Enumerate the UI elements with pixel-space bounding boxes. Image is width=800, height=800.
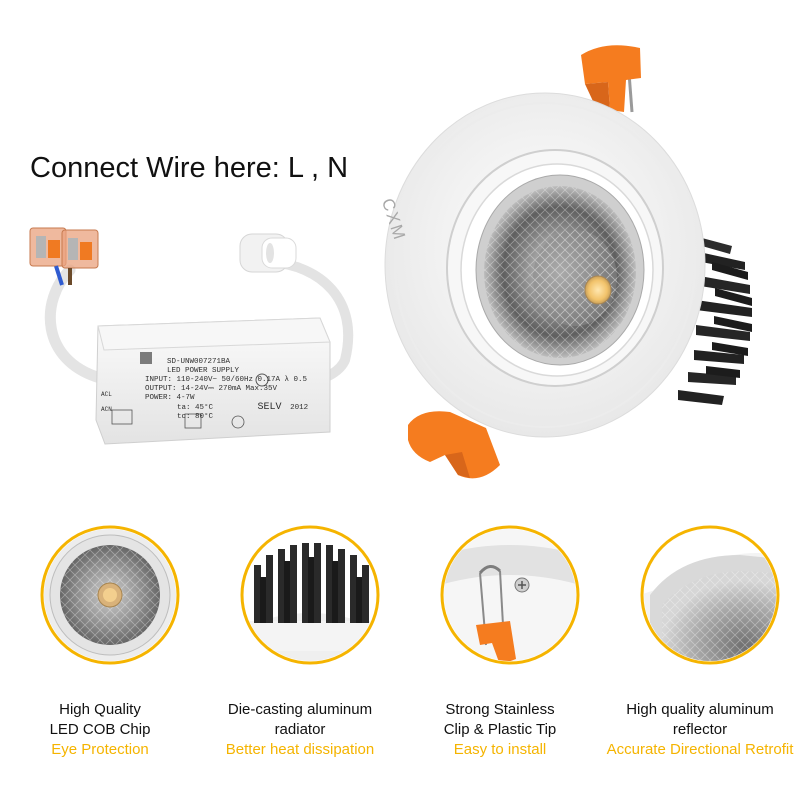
reflector-closeup-icon [640, 525, 780, 665]
feature-highlight: Eye Protection [51, 741, 149, 758]
driver-selv: SELV [257, 402, 282, 413]
driver-output: OUTPUT: 14-24V⎓ 270mA Max.35V [145, 385, 278, 393]
feature-subtitle: radiator [274, 721, 326, 738]
feature-title: Die-casting aluminum [227, 701, 373, 718]
driver-label: SD-UNW007271BA LED POWER SUPPLY INPUT: 1… [101, 358, 335, 422]
feature-subtitle: reflector [672, 721, 728, 738]
feature-subtitle: LED COB Chip [49, 721, 151, 738]
driver-box [95, 317, 331, 445]
feature-highlight: Accurate Directional Retrofit [606, 741, 794, 758]
driver-ta: ta: 45°C [177, 404, 214, 412]
feature-title: High Quality [59, 701, 141, 718]
spring-clip-bottom [408, 411, 500, 479]
feature-title: High quality aluminum [626, 701, 774, 718]
driver-type: LED POWER SUPPLY [167, 367, 240, 375]
cob-chip-closeup-icon [40, 525, 180, 665]
feature-spring-clip: Strong Stainless Clip & Plastic Tip Easy… [400, 525, 600, 800]
driver-input: INPUT: 110-240V~ 50/60Hz 0.17A λ 0.5 [145, 376, 308, 384]
feature-highlight: Better heat dissipation [225, 741, 375, 758]
feature-subtitle: Clip & Plastic Tip [443, 721, 557, 738]
hero-illustration [29, 45, 752, 479]
dc-connector [239, 233, 297, 273]
driver-acn: ACN [101, 406, 112, 413]
wago-terminals [29, 227, 99, 286]
driver-acl: ACL [101, 391, 112, 398]
driver-tc: tc: 80°C [177, 413, 214, 421]
driver-year: 2012 [290, 404, 309, 412]
driver-power: POWER: 4-7W [145, 394, 195, 402]
feature-highlight: Easy to install [453, 741, 547, 758]
heatsink-fins [678, 238, 752, 405]
feature-heatsink: Die-casting aluminum radiator Better hea… [200, 525, 400, 800]
feature-title: Strong Stainless [445, 701, 555, 718]
heatsink-closeup-icon [240, 525, 380, 665]
feature-cob-chip: High Quality LED COB Chip Eye Protection [0, 525, 200, 800]
feature-reflector: High quality aluminum reflector Accurate… [600, 525, 800, 800]
spring-clip-closeup-icon [440, 525, 580, 665]
headline: Connect Wire here: L , N [30, 152, 349, 184]
feature-strip: High Quality LED COB Chip Eye Protection [0, 525, 800, 800]
driver-model: SD-UNW007271BA [167, 358, 231, 366]
